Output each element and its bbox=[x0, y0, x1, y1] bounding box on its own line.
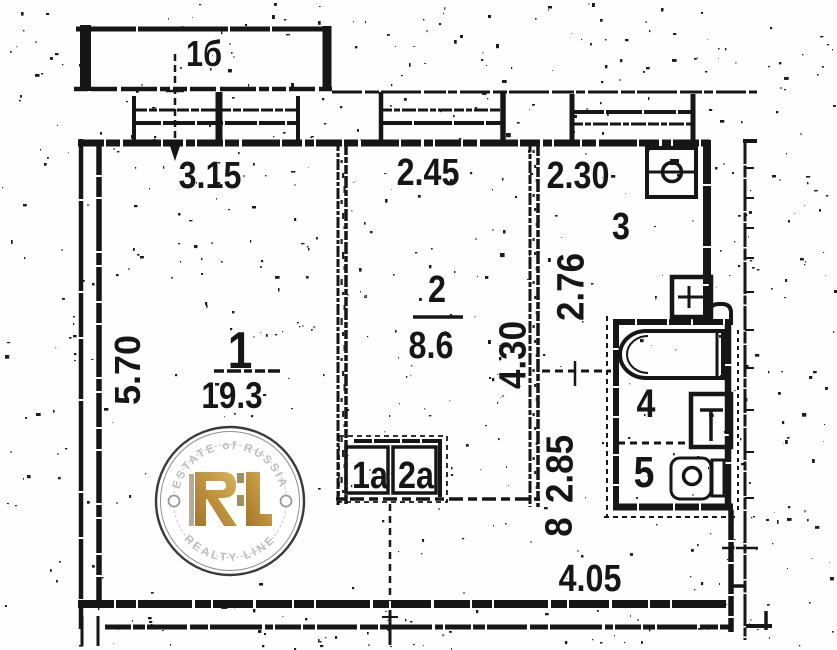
svg-text:2а: 2а bbox=[398, 455, 434, 497]
svg-text:5.70: 5.70 bbox=[107, 335, 148, 405]
svg-text:2.76: 2.76 bbox=[549, 253, 592, 321]
svg-text:8: 8 bbox=[537, 517, 580, 536]
svg-text:2.45: 2.45 bbox=[397, 152, 460, 194]
svg-text:3: 3 bbox=[612, 206, 630, 248]
svg-text:4.05: 4.05 bbox=[559, 558, 622, 600]
svg-text:8.6: 8.6 bbox=[409, 325, 454, 367]
svg-text:4.30: 4.30 bbox=[491, 321, 534, 389]
svg-text:2: 2 bbox=[428, 269, 446, 311]
svg-text:2.85: 2.85 bbox=[538, 435, 581, 503]
svg-text:4: 4 bbox=[637, 380, 656, 425]
svg-text:19.3: 19.3 bbox=[201, 376, 262, 417]
svg-text:1б: 1б bbox=[186, 35, 222, 75]
svg-text:3.15: 3.15 bbox=[179, 155, 242, 197]
svg-text:5: 5 bbox=[634, 447, 655, 497]
svg-text:1а: 1а bbox=[352, 455, 388, 497]
svg-text:2.30: 2.30 bbox=[547, 155, 610, 197]
